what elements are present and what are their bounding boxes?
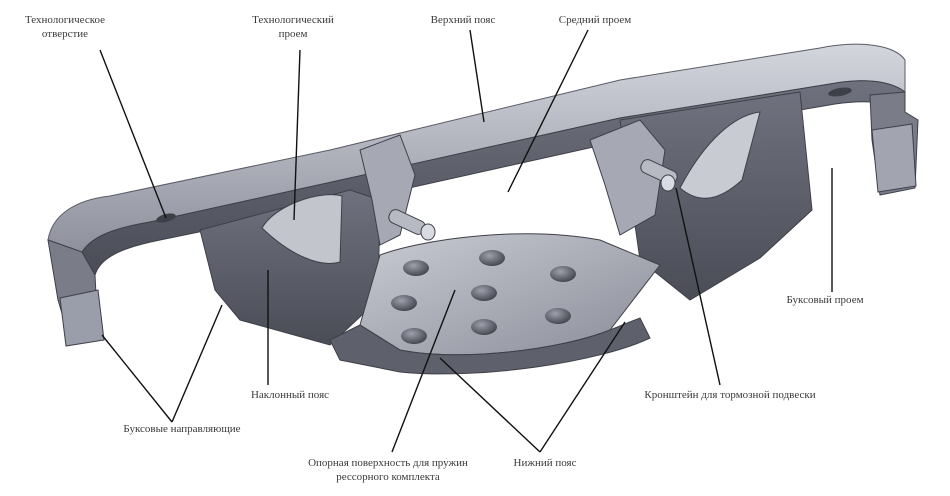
right-opening xyxy=(679,111,761,199)
leader-top-chord xyxy=(469,29,485,123)
label-axle-opening-text: Буксовый проем xyxy=(786,294,864,306)
label-middle-opening-text: Средний проем xyxy=(558,14,632,26)
leader-brake-bracket xyxy=(675,187,721,386)
label-tech-hole: Технологическое отверстие xyxy=(10,13,120,41)
brake-pins xyxy=(388,159,678,241)
label-axle-guides-text: Буксовые направляющие xyxy=(123,423,241,435)
label-inclined-chord-text: Наклонный пояс xyxy=(250,389,330,401)
left-axle-guide xyxy=(59,289,105,347)
leader-tech-hole xyxy=(99,49,167,219)
label-axle-guides: Буксовые направляющие xyxy=(92,422,272,436)
leader-middle-opening xyxy=(507,29,589,193)
leader-axle-guides-1 xyxy=(101,334,173,423)
right-bracket xyxy=(589,119,666,236)
right-axle-guide xyxy=(871,123,917,193)
label-axle-opening: Буксовый проем xyxy=(760,293,890,307)
label-tech-hole-text: Технологическое отверстие xyxy=(24,14,106,40)
leader-tech-opening xyxy=(293,49,301,221)
label-spring-support: Опорная поверхность для пружин рессорног… xyxy=(278,456,498,484)
tech-hole-right xyxy=(828,87,852,97)
label-middle-opening: Средний проем xyxy=(530,13,660,27)
label-bottom-chord: Нижний пояс xyxy=(490,456,600,470)
label-bottom-chord-text: Нижний пояс xyxy=(513,457,577,469)
left-tech-opening xyxy=(261,194,343,264)
label-top-chord-text: Верхний пояс xyxy=(430,14,496,26)
label-spring-support-text: Опорная поверхность для пружин рессорног… xyxy=(308,457,468,483)
label-brake-bracket-text: Кронштейн для тормозной подвески xyxy=(644,389,816,401)
leader-bottom-chord-2 xyxy=(539,321,626,453)
leader-lines xyxy=(99,29,833,453)
spring-bosses xyxy=(391,250,576,344)
label-tech-opening: Технологический проем xyxy=(228,13,358,41)
bottom-chord xyxy=(329,317,651,375)
leader-axle-guides-2 xyxy=(171,304,223,423)
leader-bottom-chord-1 xyxy=(439,357,541,453)
label-brake-bracket: Кронштейн для тормозной подвески xyxy=(610,388,850,402)
label-inclined-chord: Наклонный пояс xyxy=(220,388,360,402)
leader-spring-support xyxy=(391,289,456,453)
label-top-chord: Верхний пояс xyxy=(398,13,528,27)
label-tech-opening-text: Технологический проем xyxy=(252,14,334,40)
